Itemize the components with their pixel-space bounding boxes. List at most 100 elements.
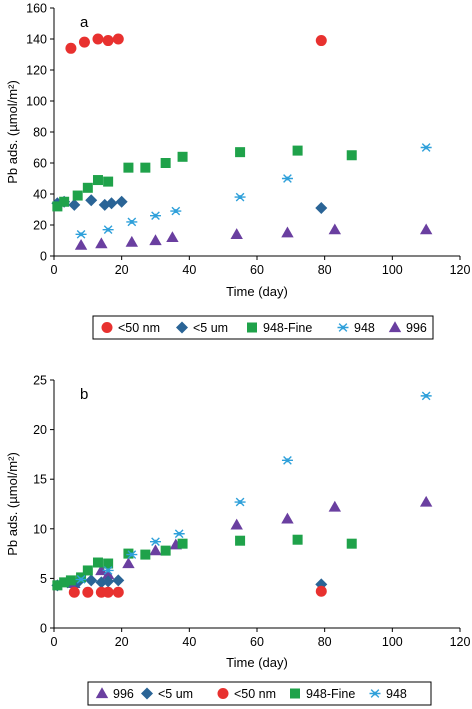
data-point: [292, 145, 303, 156]
data-point: [52, 580, 63, 591]
legend-label: 948-Fine: [306, 687, 355, 701]
data-point: [281, 512, 294, 524]
data-point: [52, 201, 63, 212]
data-point: [230, 228, 243, 239]
data-point: [82, 182, 93, 193]
x-tick-label: 120: [450, 263, 471, 277]
series-<50 nm: [68, 585, 327, 598]
series-996: [68, 495, 433, 589]
legend-label: <5 um: [193, 321, 228, 335]
legend-label: 948: [354, 321, 375, 335]
legend-label: 996: [406, 321, 427, 335]
data-point: [123, 548, 134, 559]
legend-box: [92, 315, 434, 340]
data-point: [105, 197, 118, 210]
data-point: [72, 190, 83, 201]
legend-marker: [388, 321, 402, 333]
x-tick-label: 120: [450, 635, 471, 649]
data-point: [78, 36, 90, 48]
data-point: [315, 585, 327, 597]
data-point: [328, 223, 342, 235]
y-tick-label: 15: [33, 473, 47, 487]
data-point: [149, 544, 162, 556]
y-tick-label: 140: [26, 33, 47, 47]
legend-marker: [290, 688, 300, 699]
data-point: [102, 35, 114, 47]
data-point: [346, 538, 357, 549]
x-tick-label: 80: [318, 263, 332, 277]
data-point: [74, 238, 88, 250]
x-tick-label: 40: [182, 263, 196, 277]
data-point: [230, 518, 243, 530]
data-point: [420, 143, 432, 152]
series-<50 nm: [65, 33, 327, 54]
data-point: [102, 586, 114, 598]
data-point: [126, 217, 138, 227]
data-point: [95, 564, 108, 576]
x-tick-label: 80: [318, 635, 332, 649]
legend-marker: [141, 687, 153, 700]
data-point: [234, 192, 246, 202]
data-point: [82, 586, 94, 598]
x-axis-label: Time (day): [226, 655, 288, 670]
legend-label: 996: [113, 687, 134, 701]
data-point: [140, 162, 151, 173]
y-tick-label: 160: [26, 2, 47, 16]
x-tick-label: 20: [115, 263, 129, 277]
y-tick-label: 40: [33, 188, 47, 202]
data-point: [234, 497, 246, 507]
data-point: [75, 229, 87, 239]
y-tick-label: 10: [33, 522, 47, 536]
data-point: [177, 538, 188, 549]
legend-label: <50 nm: [118, 321, 160, 335]
panel-label: a: [80, 14, 89, 31]
x-tick-label: 100: [382, 263, 403, 277]
data-point: [102, 225, 114, 234]
y-tick-label: 80: [33, 126, 47, 140]
data-point: [170, 206, 182, 216]
data-point: [92, 175, 103, 186]
data-point: [102, 575, 115, 588]
data-point: [123, 162, 134, 173]
y-tick-label: 0: [40, 622, 47, 636]
data-point: [75, 575, 87, 584]
data-point: [65, 575, 76, 586]
data-point: [68, 198, 81, 211]
legend-label: <5 um: [158, 687, 193, 701]
y-tick-label: 20: [33, 219, 47, 233]
data-point: [68, 586, 80, 598]
data-point: [160, 158, 171, 168]
data-point: [103, 176, 114, 187]
series-948-Fine: [52, 534, 357, 591]
data-point: [235, 535, 246, 546]
data-point: [92, 33, 104, 45]
data-point: [149, 234, 162, 246]
data-point: [82, 565, 93, 576]
data-point: [328, 500, 342, 512]
y-tick-label: 0: [40, 250, 47, 264]
series-948: [75, 143, 432, 239]
series-<5 um: [51, 574, 328, 592]
data-point: [281, 174, 293, 183]
data-point: [115, 195, 128, 208]
x-tick-label: 0: [51, 635, 58, 649]
data-point: [85, 194, 98, 207]
series-948-Fine: [52, 145, 357, 212]
data-point: [126, 550, 138, 559]
series-<5 um: [51, 194, 328, 214]
data-point: [419, 223, 433, 235]
y-tick-label: 5: [40, 572, 47, 586]
data-point: [122, 557, 135, 569]
data-point: [315, 35, 327, 47]
data-point: [160, 545, 171, 556]
legend-marker: [337, 323, 349, 332]
series-948: [75, 391, 432, 584]
data-point: [112, 586, 124, 598]
legend-marker: [369, 689, 381, 698]
data-point: [65, 42, 77, 54]
